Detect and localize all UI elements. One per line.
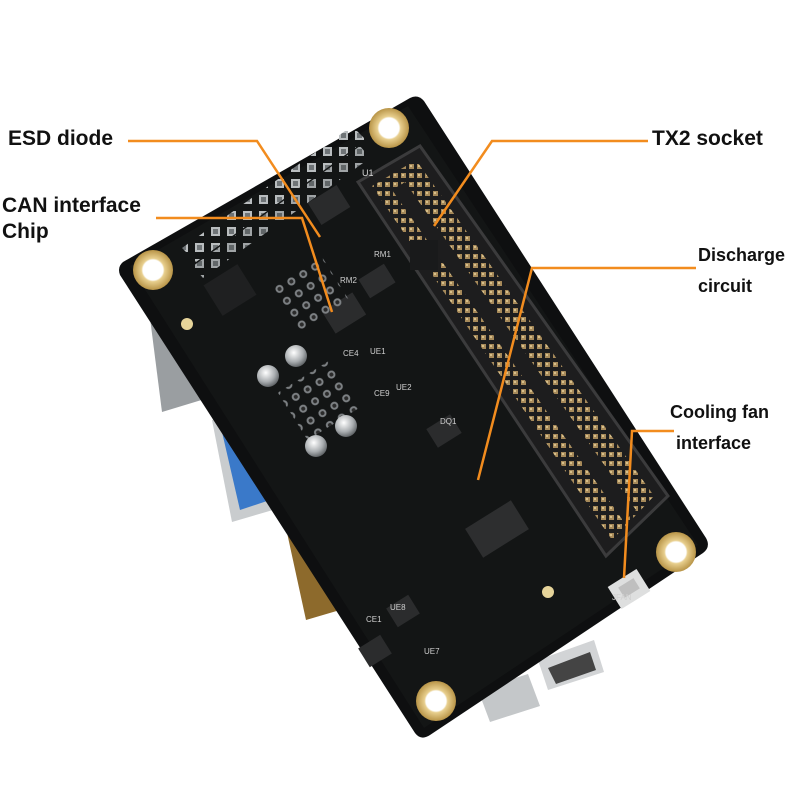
silk-ue2: UE2 (396, 383, 412, 392)
callout-line-esd (128, 139, 322, 238)
silk-ce1: CE1 (366, 615, 382, 624)
esd-diode-text: ESD diode (8, 127, 114, 150)
can-interface-label: CAN interface Chip (2, 193, 141, 246)
components (181, 184, 651, 668)
discharge-line1: Discharge (698, 245, 786, 265)
silk-dq1: DQ1 (440, 417, 457, 426)
callout-lines (128, 139, 696, 579)
pcb-board (119, 96, 708, 738)
silk-ce9: CE9 (374, 389, 390, 398)
mounting-hole (369, 108, 409, 148)
mounting-hole (133, 250, 173, 290)
silkscreen-labels: RM2 RM1 CE4 UE1 CE9 UE2 DQ1 JFAN CE1 UE8… (340, 250, 632, 656)
silk-u1: U1 (362, 168, 374, 178)
silk-ce4: CE4 (343, 349, 359, 358)
mounting-holes (133, 108, 696, 721)
callout-line-can (156, 216, 334, 313)
mounting-hole (656, 532, 696, 572)
tx2-socket-label: TX2 socket (652, 126, 763, 152)
discharge-circuit-label: Discharge circuit (698, 240, 785, 302)
can-interface-line1: CAN interface (2, 194, 141, 217)
silk-rm2: RM2 (340, 276, 357, 285)
silk-rm1: RM1 (374, 250, 391, 259)
callout-line-fan (622, 429, 674, 579)
cooling-fan-line1: Cooling fan (670, 402, 769, 422)
silk-ue7: UE7 (424, 647, 440, 656)
gpio-header (182, 126, 370, 278)
mounting-hole (416, 681, 456, 721)
silk-ue8: UE8 (390, 603, 406, 612)
cooling-fan-label: Cooling fan interface (670, 397, 769, 459)
esd-diode-label: ESD diode (8, 126, 113, 152)
silk-ue1: UE1 (370, 347, 386, 356)
discharge-line2: circuit (698, 276, 753, 296)
silk-jfan: JFAN (612, 593, 632, 602)
tx2-socket-text: TX2 socket (652, 127, 763, 150)
can-interface-line2: Chip (2, 220, 49, 244)
cooling-fan-line2: interface (676, 433, 752, 453)
callout-line-tx2 (432, 139, 648, 227)
callout-line-discharge (476, 266, 696, 481)
